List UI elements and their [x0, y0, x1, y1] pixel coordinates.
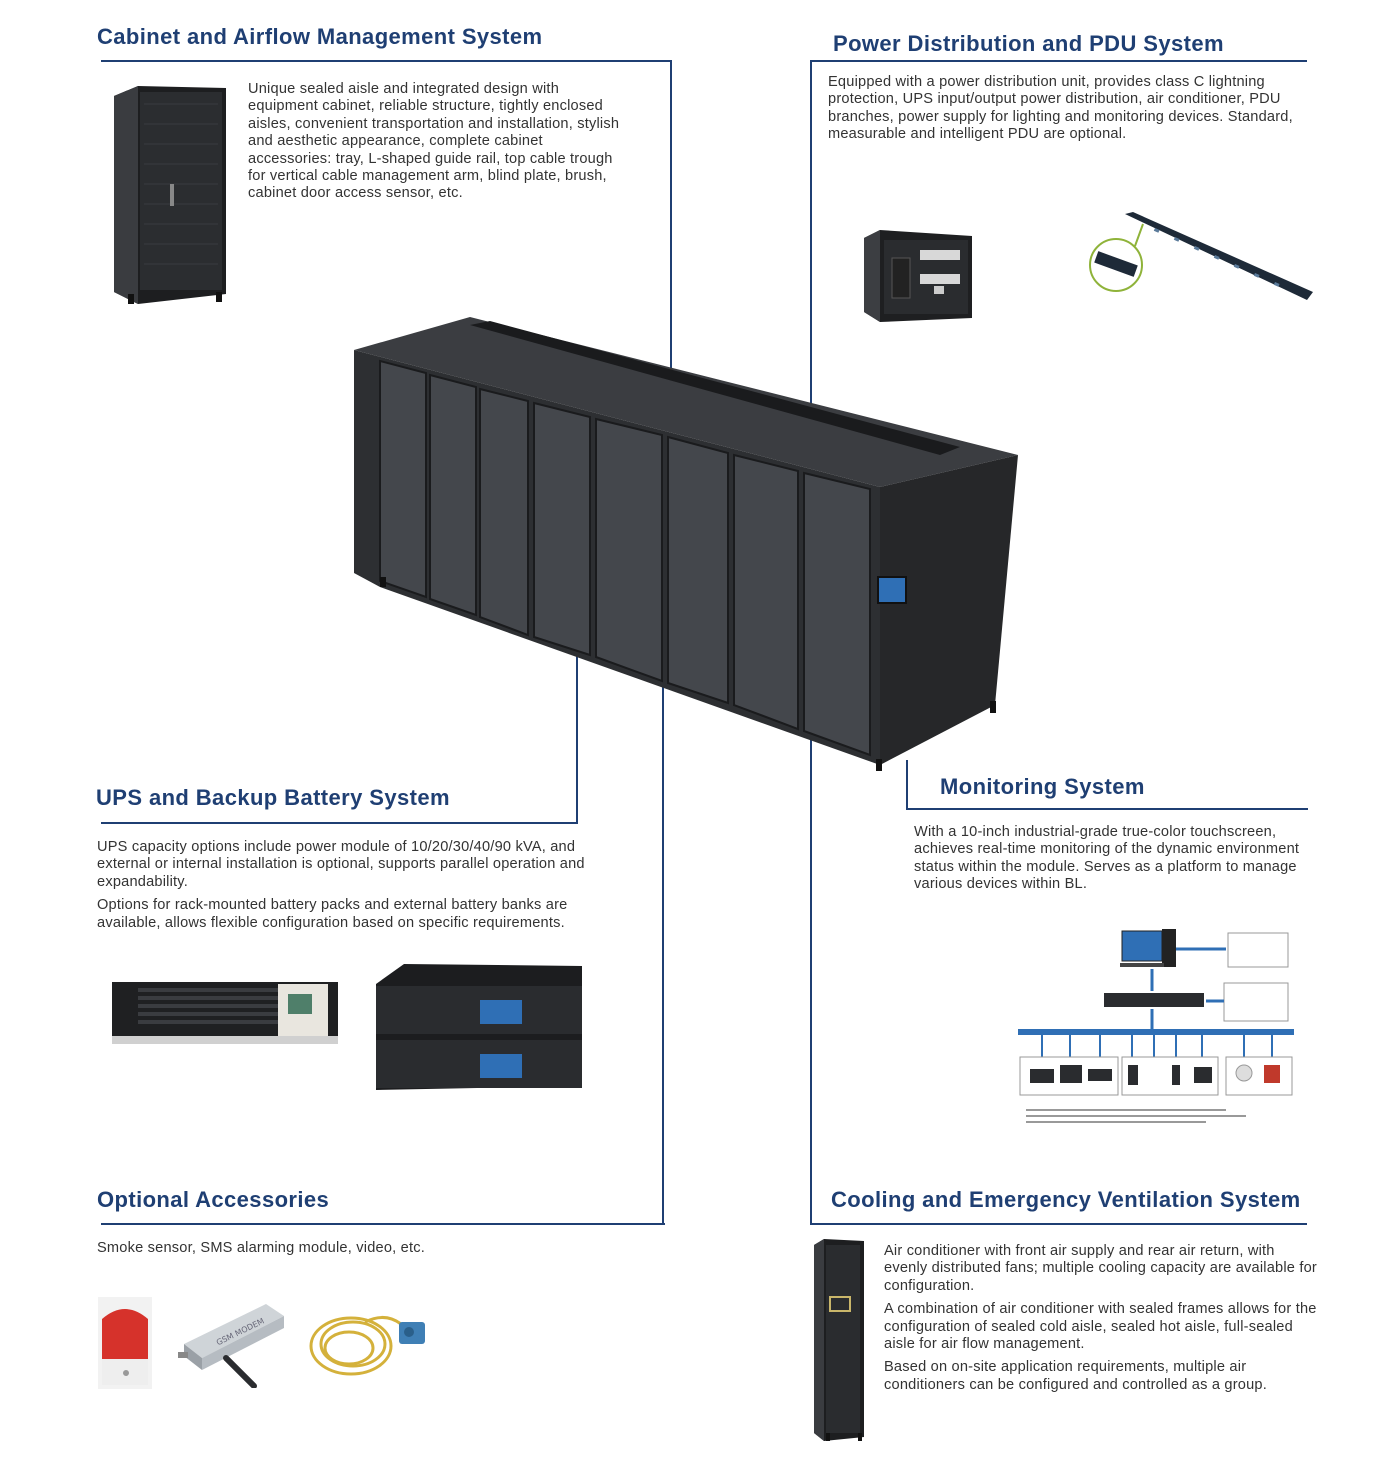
- cabinet-leader-vertical: [670, 60, 672, 370]
- cooling-description: Air conditioner with front air supply an…: [884, 1243, 1319, 1400]
- cooling-underline: [810, 1223, 1307, 1225]
- monitoring-section-title: Monitoring System: [940, 774, 1145, 799]
- cooling-paragraph-3: Based on on-site application requirement…: [884, 1359, 1267, 1393]
- ups-module-image: [112, 982, 338, 1044]
- pdu-strip-image: [1089, 212, 1313, 300]
- accessories-leader-vertical: [662, 680, 664, 1225]
- ups-paragraph-1: UPS capacity options include power modul…: [97, 839, 585, 890]
- power-description: Equipped with a power distribution unit,…: [828, 74, 1318, 150]
- server-cabinet-image: [114, 86, 226, 304]
- battery-pack-image: [376, 964, 582, 1090]
- cooling-paragraph-2: A combination of air conditioner with se…: [884, 1301, 1317, 1353]
- monitoring-leader-vertical: [906, 760, 908, 810]
- water-leak-sensor-image: [309, 1316, 425, 1376]
- monitoring-underline: [906, 808, 1308, 810]
- cooling-section-title: Cooling and Emergency Ventilation System: [831, 1187, 1301, 1212]
- monitoring-description: With a 10-inch industrial-grade true-col…: [914, 824, 1319, 900]
- ups-paragraph-2: Options for rack-mounted battery packs a…: [97, 897, 568, 931]
- cabinet-paragraph: Unique sealed aisle and integrated desig…: [248, 81, 620, 202]
- power-paragraph: Equipped with a power distribution unit,…: [828, 74, 1293, 143]
- accessories-section-title: Optional Accessories: [97, 1187, 330, 1212]
- gsm-modem-image: GSM MODEM: [178, 1304, 284, 1388]
- power-distribution-box-image: [864, 230, 972, 322]
- ups-description: UPS capacity options include power modul…: [97, 839, 597, 938]
- power-underline: [810, 60, 1307, 62]
- accessories-description: Smoke sensor, SMS alarming module, video…: [97, 1240, 597, 1263]
- cabinet-section-title: Cabinet and Airflow Management System: [97, 24, 543, 49]
- modular-data-center-image: [354, 317, 1018, 771]
- power-leader-vertical: [810, 60, 812, 410]
- smoke-sensor-image: [98, 1297, 152, 1389]
- accessories-paragraph: Smoke sensor, SMS alarming module, video…: [97, 1240, 425, 1256]
- power-section-title: Power Distribution and PDU System: [833, 31, 1224, 56]
- ups-underline: [101, 822, 578, 824]
- cabinet-underline: [101, 60, 672, 62]
- cabinet-description: Unique sealed aisle and integrated desig…: [248, 81, 628, 209]
- ups-leader-vertical: [576, 640, 578, 824]
- cooling-paragraph-1: Air conditioner with front air supply an…: [884, 1243, 1317, 1294]
- monitoring-paragraph: With a 10-inch industrial-grade true-col…: [914, 824, 1300, 893]
- monitoring-network-diagram: [1018, 929, 1294, 1123]
- air-conditioner-image: [814, 1239, 864, 1441]
- accessories-underline: [101, 1223, 665, 1225]
- cooling-leader-vertical: [810, 720, 812, 1225]
- ups-section-title: UPS and Backup Battery System: [96, 785, 450, 810]
